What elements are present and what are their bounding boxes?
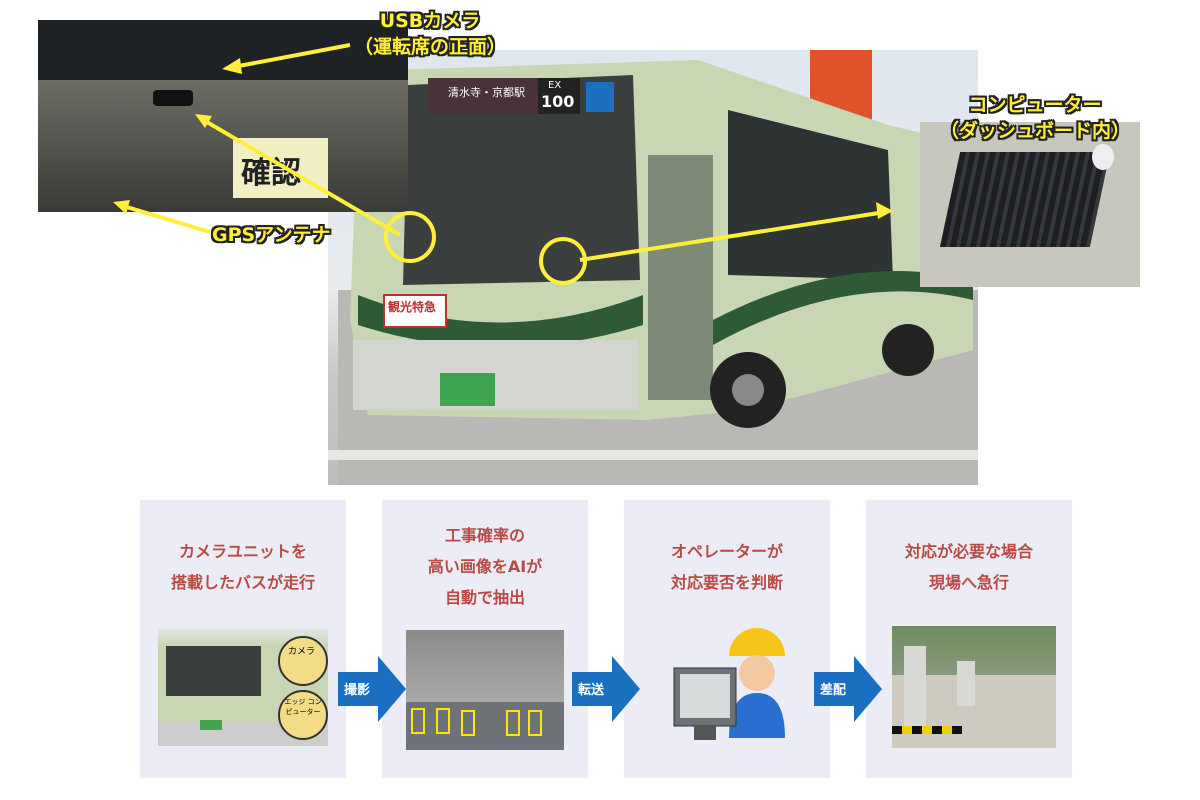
arrow-label: 転送 xyxy=(578,683,605,698)
step-panel-4: 対応が必要な場合現場へ急行 xyxy=(866,500,1072,778)
step-panel-1: カメラユニットを搭載したバスが走行 カメラ エッジ コンピューター xyxy=(140,500,346,778)
label-usb-camera-sub: （運転席の正面） xyxy=(353,36,506,58)
step-panel-3: オペレーターが対応要否を判断 xyxy=(624,500,830,778)
arrow-label: 差配 xyxy=(820,683,847,698)
bus-ex-label: EX xyxy=(548,80,562,91)
step-panel-2: 工事確率の高い画像をAIが自動で抽出 xyxy=(382,500,588,778)
step-image-ai-detection xyxy=(406,630,564,750)
step-text: 工事確率の xyxy=(444,526,525,545)
step-text: 対応要否を判断 xyxy=(670,573,783,592)
step-text: 自動で抽出 xyxy=(444,588,525,607)
operator-icon xyxy=(673,628,785,740)
step-text: 搭載したバスが走行 xyxy=(170,573,315,592)
step-text: 対応が必要な場合 xyxy=(904,542,1033,561)
label-computer-sub: （ダッシュボード内） xyxy=(939,120,1130,142)
label-gps-antenna: GPSアンテナ xyxy=(212,224,331,246)
dashboard-inset-photo: 確認 xyxy=(38,20,408,212)
bus-tag: 観光特急 xyxy=(388,300,437,314)
label-computer: コンピューター xyxy=(968,94,1102,116)
step-text: 高い画像をAIが xyxy=(427,557,543,576)
callout-lines xyxy=(113,43,893,285)
step-image-worksite xyxy=(892,626,1056,748)
step-text: カメラユニットを xyxy=(178,542,307,561)
bus-photo: 清水寺・京都駅 EX 100 観光特急 xyxy=(328,50,978,485)
step-image-bus: カメラ エッジ コンピューター xyxy=(158,628,328,746)
computer-inset-photo xyxy=(920,122,1140,287)
step-text: 現場へ急行 xyxy=(928,573,1009,592)
bus-route-sign: 清水寺・京都駅 xyxy=(448,86,525,99)
bus-route-number: 100 xyxy=(541,92,575,111)
badge-edge-computer: エッジ コンピューター xyxy=(284,698,322,716)
arrow-label: 撮影 xyxy=(344,683,371,698)
arrow-dispatch: 差配 xyxy=(814,656,882,722)
arrow-capture: 撮影 xyxy=(338,656,406,722)
label-usb-camera: USBカメラ xyxy=(379,10,481,32)
arrow-transfer: 転送 xyxy=(572,656,640,722)
badge-camera: カメラ xyxy=(288,647,316,657)
step-text: オペレーターが xyxy=(670,542,783,561)
